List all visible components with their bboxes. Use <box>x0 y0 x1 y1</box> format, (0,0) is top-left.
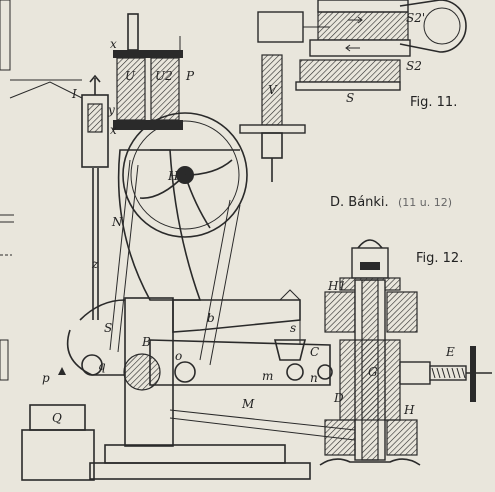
drive-belts <box>109 159 241 366</box>
electromagnet-coils <box>113 13 183 130</box>
label-q: Q <box>52 411 62 425</box>
label-x-lower: x <box>110 123 117 137</box>
gear-shafts <box>123 289 333 391</box>
label-z: z <box>91 257 99 271</box>
label-s-small: s <box>290 321 296 335</box>
left-edge-fragments <box>0 0 14 381</box>
label-s2: S2 <box>406 59 422 73</box>
label-n-small: n <box>310 371 318 385</box>
label-s-frame: S <box>104 321 112 335</box>
label-x-top: x <box>110 37 117 51</box>
label-i: I <box>71 87 77 101</box>
label-e: E <box>445 345 455 359</box>
fig12-spindle-assembly <box>319 239 492 466</box>
label-p-small: p <box>42 371 50 385</box>
label-m: M <box>241 397 255 411</box>
author-caption: D. Bánki. <box>330 195 389 210</box>
flywheel <box>122 112 248 238</box>
label-c: C <box>310 345 319 359</box>
label-q-small: q <box>98 359 106 373</box>
fig11-belt-drive <box>257 0 467 91</box>
label-s-fig11: S <box>346 91 354 105</box>
label-s2-prime: S2' <box>406 11 425 25</box>
label-h-lower: H <box>403 403 415 417</box>
label-m-small: m <box>262 369 273 383</box>
label-b-upper: B <box>141 335 151 349</box>
label-v: V <box>268 83 278 97</box>
label-d: D <box>333 391 344 405</box>
author-reference: (11 u. 12) <box>398 196 452 209</box>
label-p: P <box>185 69 195 83</box>
label-n: N <box>111 215 123 229</box>
label-h1: H1 <box>327 279 346 293</box>
label-o: o <box>175 349 182 363</box>
valve-i <box>9 74 109 320</box>
label-h-flywheel: H <box>167 169 179 183</box>
fig12-caption: Fig. 12. <box>416 251 463 266</box>
label-u2: U2 <box>155 69 173 83</box>
treadle-assembly <box>21 299 126 481</box>
label-u: U <box>125 69 136 83</box>
sewing-machine-frame <box>89 149 356 480</box>
label-g: G <box>368 365 378 379</box>
label-b-lower: b <box>207 311 215 325</box>
motor-v <box>239 54 306 182</box>
fig11-caption: Fig. 11. <box>410 95 457 110</box>
label-y: y <box>107 103 115 117</box>
